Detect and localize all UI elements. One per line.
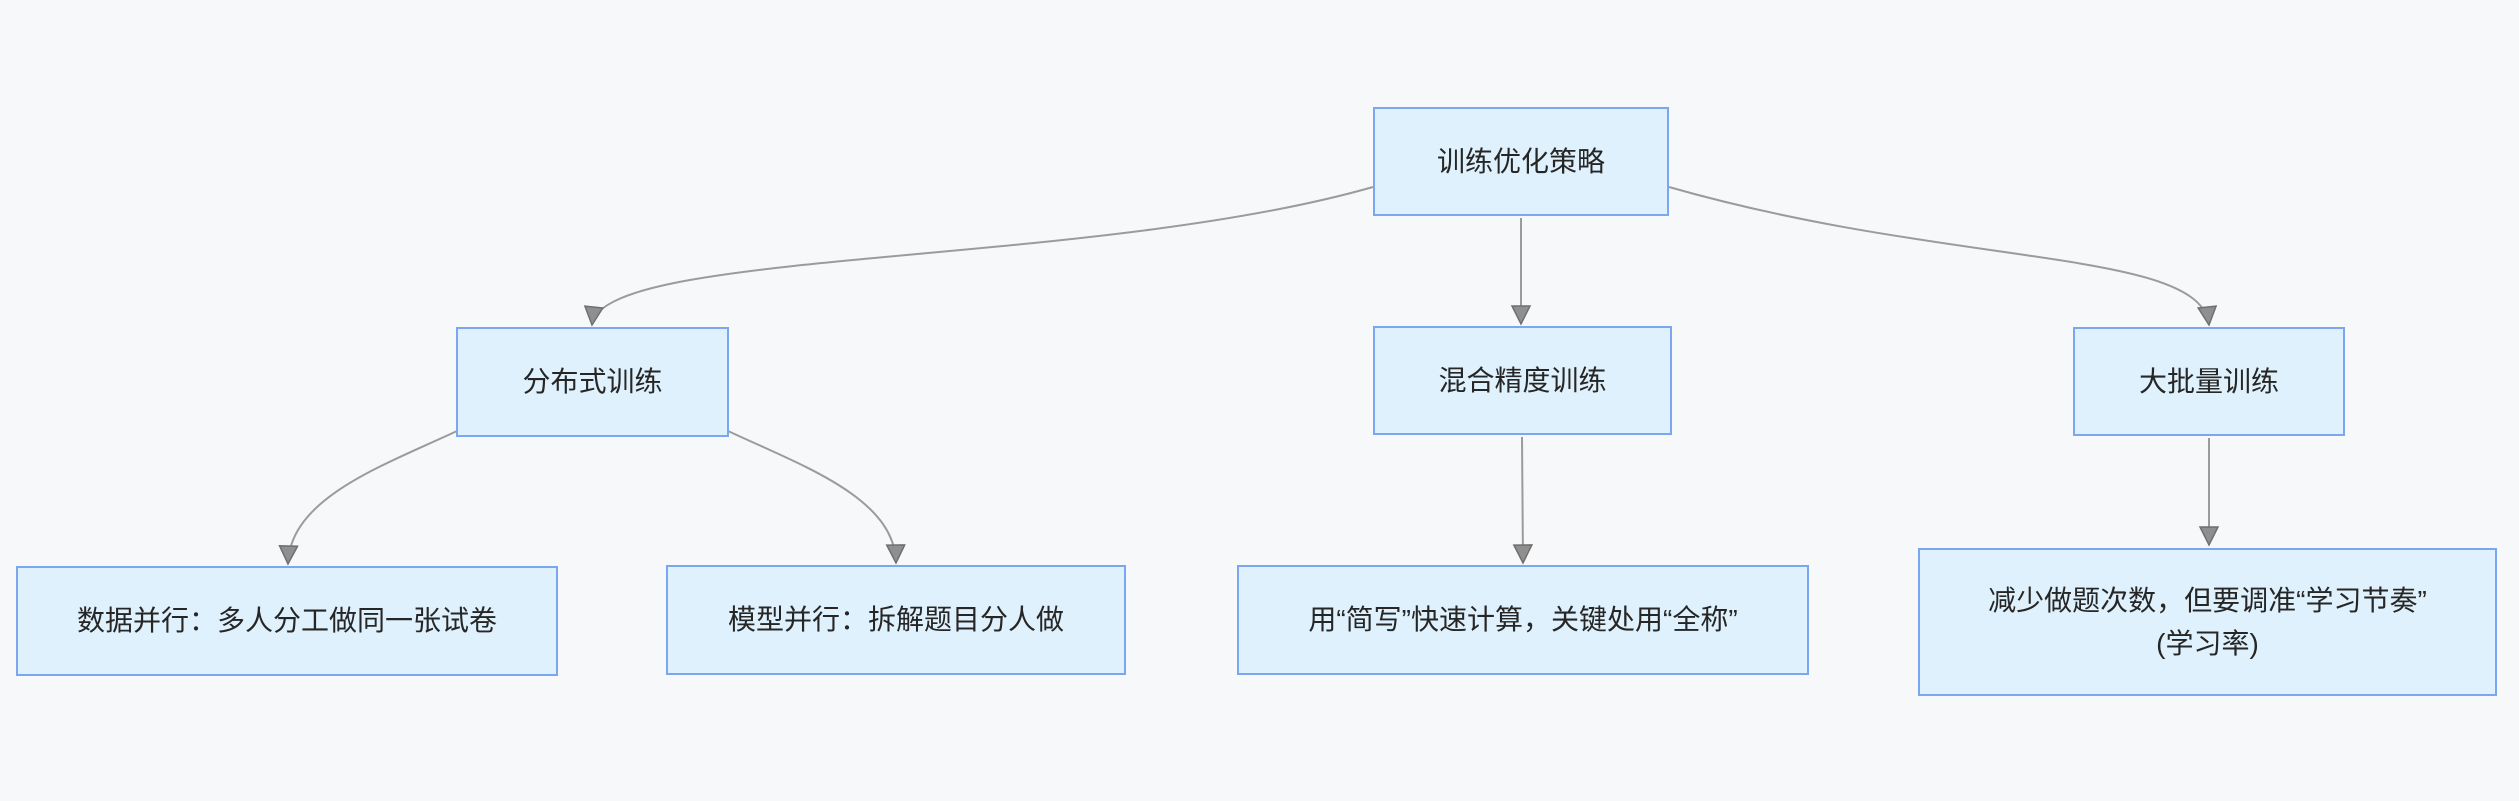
node-root: 训练优化策略 [1373,107,1669,216]
node-mixed-precision-detail: 用“简写”快速计算，关键处用“全称” [1237,565,1809,675]
node-mixed-precision-detail-label: 用“简写”快速计算，关键处用“全称” [1308,604,1738,636]
node-mixed-precision-training: 混合精度训练 [1373,326,1672,435]
node-model-parallel: 模型并行：拆解题目分人做 [666,565,1126,675]
node-distributed-training: 分布式训练 [456,327,729,437]
edge-root-to-distributed [592,186,1374,325]
edge-distributed-to-data-parallel [288,430,458,564]
edge-mixed-precision-to-detail [1522,436,1523,563]
node-model-parallel-label: 模型并行：拆解题目分人做 [727,604,1064,636]
edge-distributed-to-model-parallel [727,430,896,563]
node-data-parallel-label: 数据并行：多人分工做同一张试卷 [76,605,497,637]
node-root-label: 训练优化策略 [1436,145,1605,177]
node-large-batch-training-label: 大批量训练 [2138,365,2279,397]
node-data-parallel: 数据并行：多人分工做同一张试卷 [16,566,558,676]
node-large-batch-detail-line2: (学习率) [2156,628,2259,659]
node-mixed-precision-training-label: 混合精度训练 [1438,364,1607,396]
node-large-batch-detail-line1: 减少做题次数，但要调准“学习节奏” [1988,584,2427,616]
node-distributed-training-label: 分布式训练 [522,366,663,398]
node-large-batch-training: 大批量训练 [2073,327,2345,436]
edge-root-to-large-batch [1668,186,2209,325]
node-large-batch-detail: 减少做题次数，但要调准“学习节奏” (学习率) [1918,548,2497,696]
